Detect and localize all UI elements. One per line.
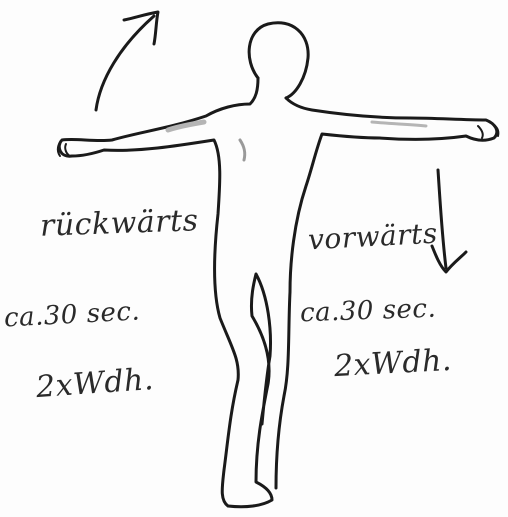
arrow-down-icon	[438, 170, 446, 268]
repetitions-label-right: 2xWdh.	[333, 343, 453, 384]
shading-right-arm	[372, 122, 426, 126]
figure-right-side	[276, 98, 497, 488]
direction-label-right: vorwärts	[307, 217, 438, 257]
curved-arrow-up-right-icon	[96, 16, 154, 110]
shading-hip	[240, 140, 245, 160]
duration-label-right: ca.30 sec.	[300, 294, 437, 329]
shading-left-arm	[168, 122, 204, 130]
direction-label-left: rückwärts	[39, 203, 199, 244]
down-arrow-head	[432, 246, 466, 272]
